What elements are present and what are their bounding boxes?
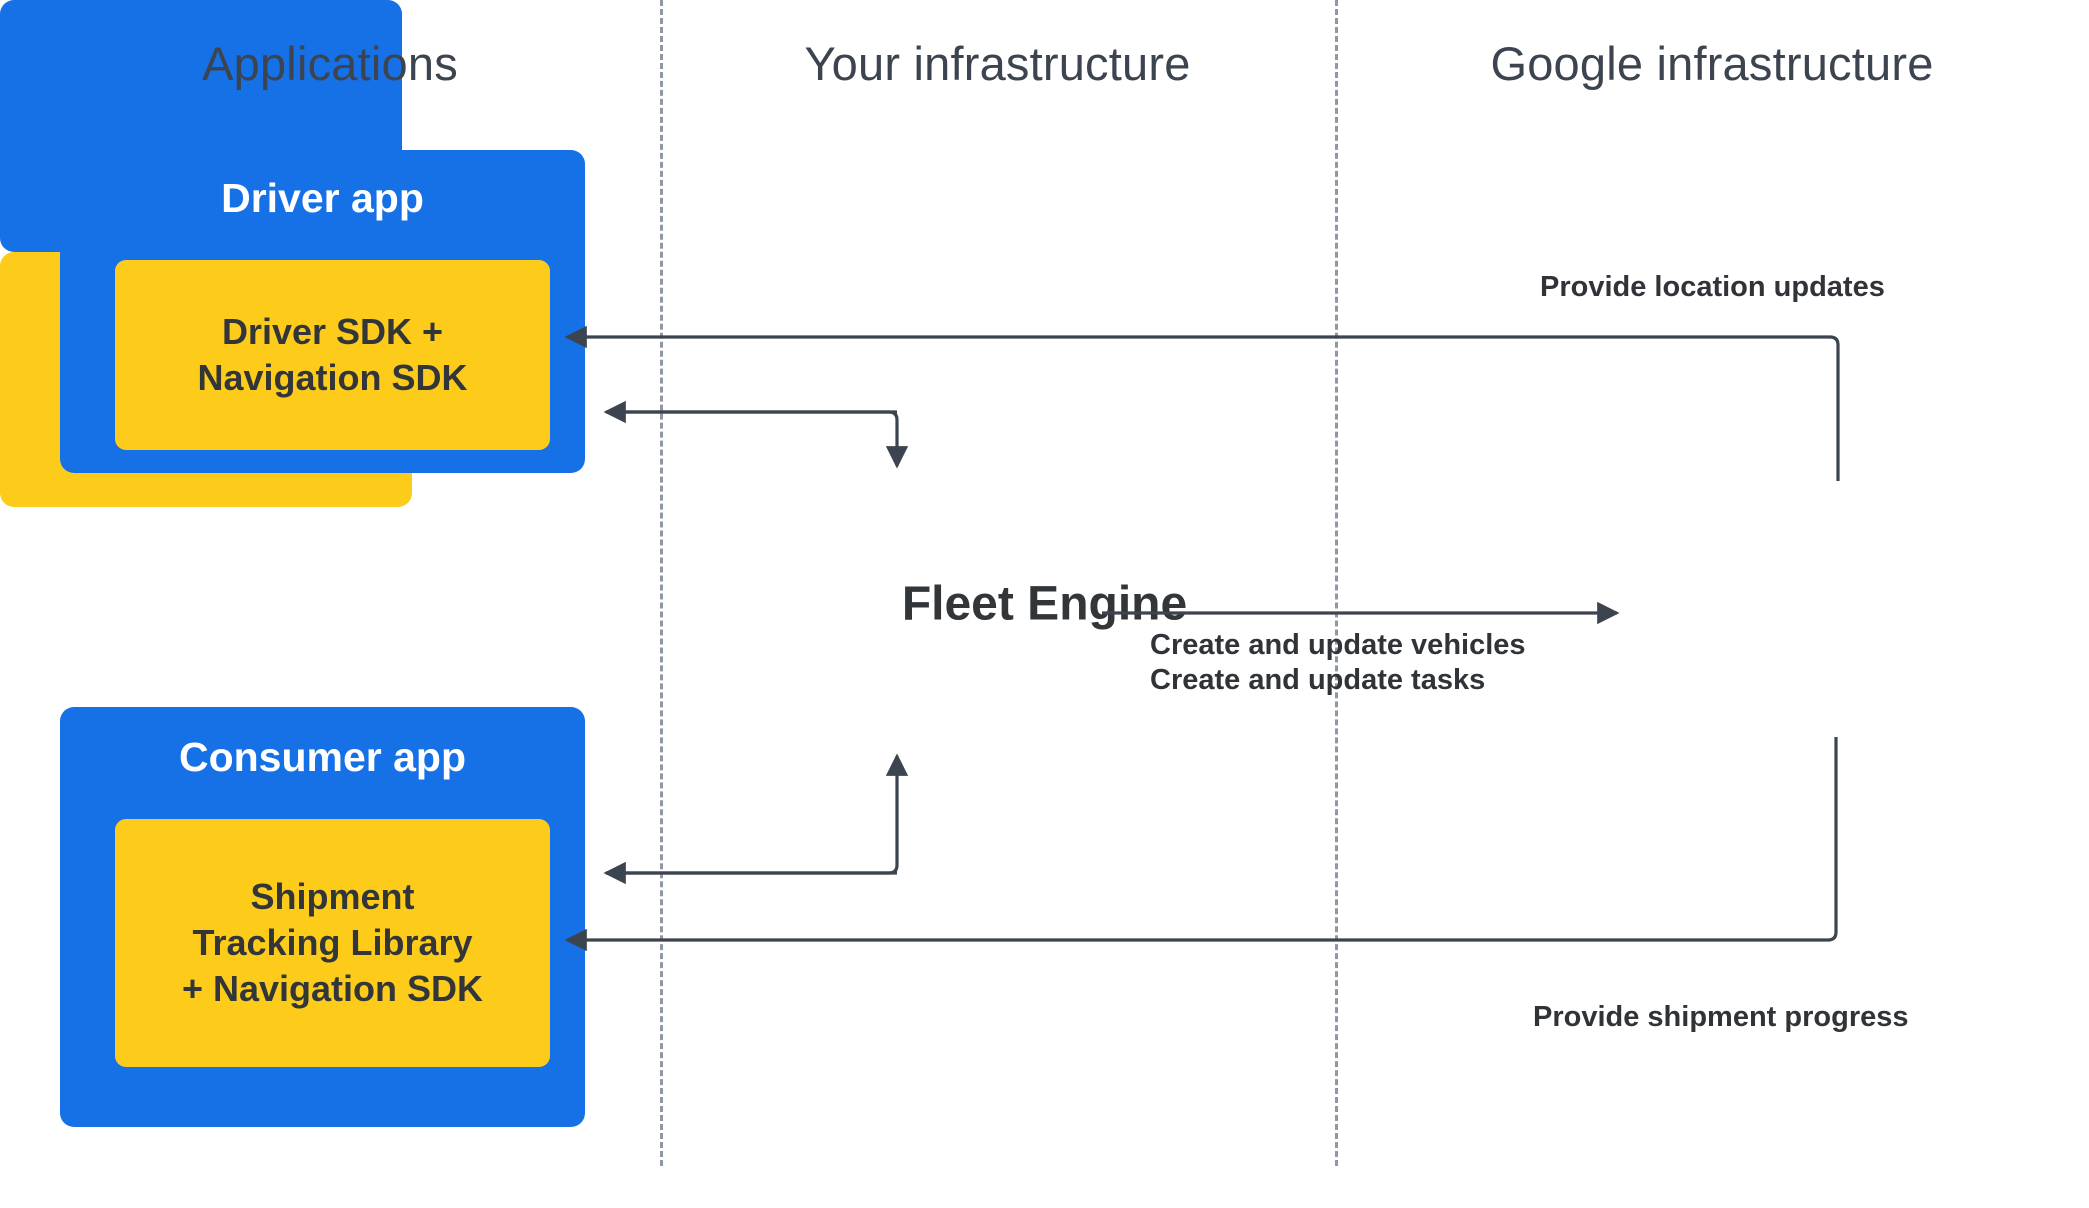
fleet-engine-label: Fleet Engine: [901, 577, 1188, 631]
shipment-tracking-library-box: Shipment Tracking Library + Navigation S…: [115, 819, 550, 1067]
node-consumer-app: Consumer app Shipment Tracking Library +…: [60, 707, 585, 1127]
your-server-label: Your server: [912, 577, 1177, 631]
consumer-app-label: Consumer app: [178, 734, 467, 780]
driver-sdk-box: Driver SDK + Navigation SDK: [115, 260, 550, 450]
edge-label-create-and-update: Create and update vehicles Create and up…: [1150, 629, 1526, 697]
edge-label-provide-location-updates: Provide location updates: [1540, 271, 1885, 303]
column-title-google-infrastructure: Google infrastructure: [1490, 37, 1934, 90]
node-driver-app: Driver app Driver SDK + Navigation SDK: [60, 150, 585, 473]
driver-app-label: Driver app: [221, 175, 424, 221]
column-title-your-infrastructure: Your infrastructure: [804, 37, 1191, 90]
edge-label-provide-shipment-progress: Provide shipment progress: [1533, 1001, 1909, 1033]
edge-consumer-app-to-server: [606, 753, 909, 875]
edge-fleet-to-consumer-sdk: [564, 737, 1838, 952]
column-divider-left: [660, 0, 663, 1166]
edge-driver-app-to-server: [606, 410, 909, 469]
column-title-applications: Applications: [202, 37, 458, 90]
column-divider-right: [1335, 0, 1338, 1166]
edge-fleet-to-driver-sdk: [564, 325, 1840, 481]
